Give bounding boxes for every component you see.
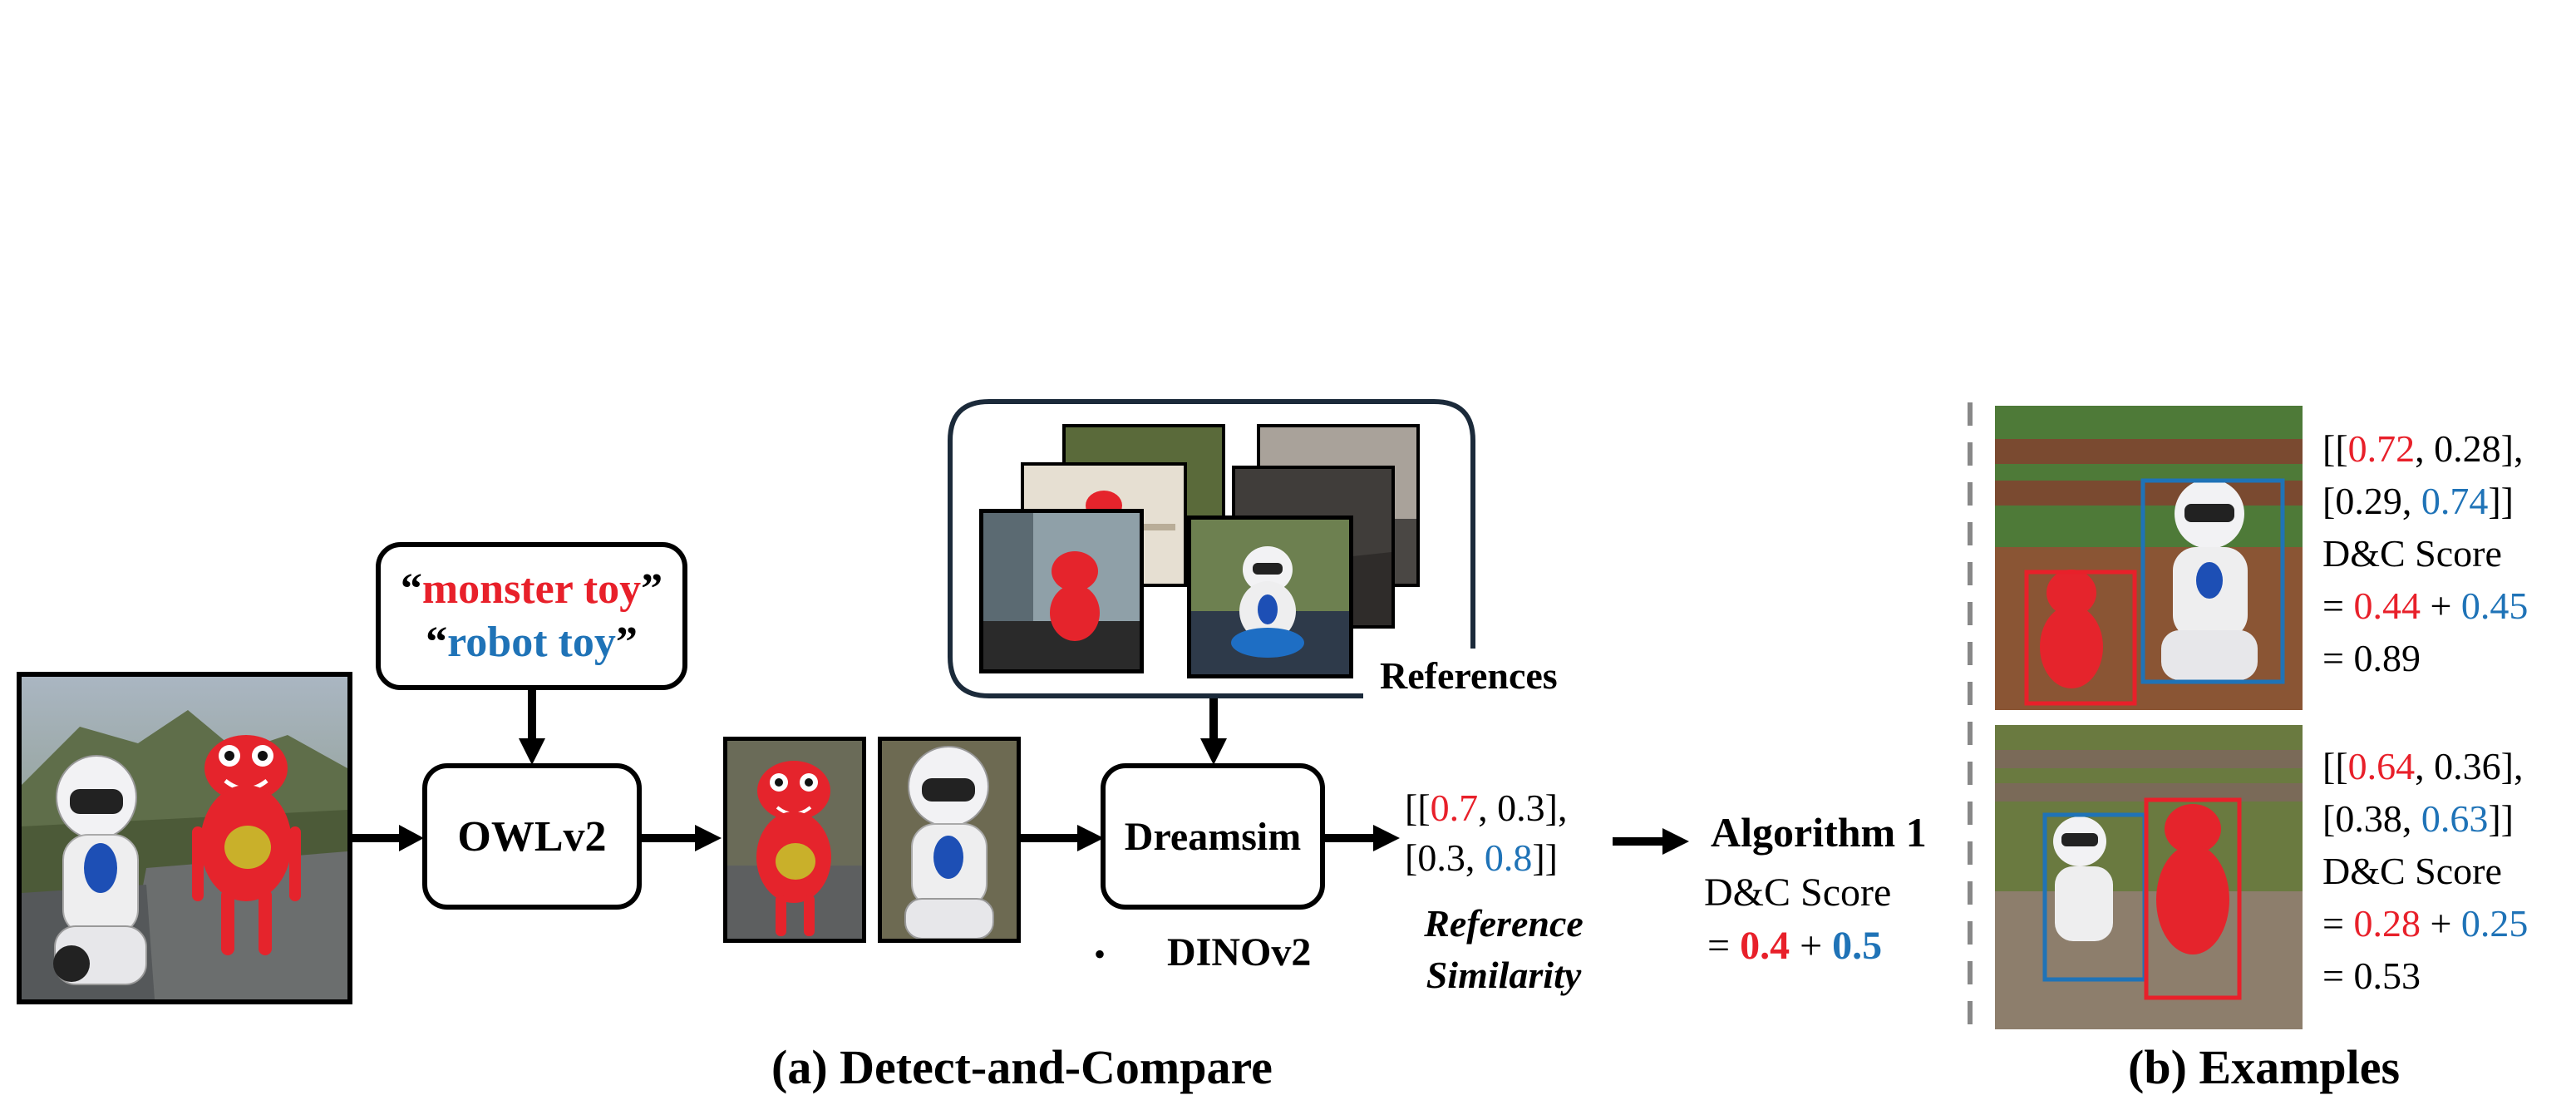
dreamsim-box: Dreamsim bbox=[1101, 763, 1325, 910]
references-label: References bbox=[1380, 654, 1558, 697]
ex2-score-total: = 0.53 bbox=[2322, 954, 2421, 997]
arrow-matrix-to-algorithm bbox=[1613, 828, 1689, 855]
crop-monster-image bbox=[723, 737, 866, 943]
monster-bbox bbox=[2024, 570, 2137, 706]
prompt-line-monster: “monster toy” bbox=[400, 565, 663, 613]
ex1-score-equation: = 0.44 + 0.45 bbox=[2322, 585, 2529, 627]
algorithm-score-label: D&C Score bbox=[1704, 871, 1892, 915]
matrix-row-1: [[0.7, 0.3], bbox=[1405, 787, 1568, 829]
algorithm-title: Algorithm 1 bbox=[1711, 809, 1927, 856]
input-scene-illustration bbox=[22, 677, 347, 999]
score-robot: 0.5 bbox=[1832, 924, 1883, 968]
ex2-score-label: D&C Score bbox=[2322, 850, 2502, 892]
matrix-value: 0.3 bbox=[1497, 787, 1545, 829]
ex1-row-2: [0.29, 0.74]] bbox=[2322, 480, 2514, 522]
owlv2-label: OWLv2 bbox=[457, 812, 607, 861]
reference-image-6 bbox=[1187, 515, 1353, 678]
matrix-value: 0.74 bbox=[2421, 480, 2489, 522]
dinov2-label: DINOv2 bbox=[1167, 930, 1312, 974]
arrow-references-to-dreamsim bbox=[1200, 698, 1227, 765]
matrix-value: 0.8 bbox=[1484, 836, 1533, 879]
dreamsim-label: Dreamsim bbox=[1124, 814, 1302, 859]
reference-6-illustration bbox=[1191, 520, 1349, 674]
reference-image-5 bbox=[979, 509, 1144, 673]
example-1-image bbox=[1995, 406, 2303, 710]
prompt-line-robot: “robot toy” bbox=[426, 619, 638, 666]
ex1-row-1: [[0.72, 0.28], bbox=[2322, 427, 2524, 470]
matrix-value: 0.64 bbox=[2347, 745, 2416, 787]
ex2-row-1: [[0.64, 0.36], bbox=[2322, 745, 2524, 787]
caption-examples: (b) Examples bbox=[2128, 1040, 2401, 1094]
matrix-value: 0.29 bbox=[2335, 480, 2402, 522]
example-2-image bbox=[1995, 725, 2303, 1029]
matrix-value: 0.72 bbox=[2347, 427, 2416, 470]
ex1-score-total: = 0.89 bbox=[2322, 637, 2421, 679]
monster-bbox bbox=[2144, 797, 2242, 1000]
references-frame bbox=[948, 399, 1475, 698]
matrix-value: 0.38 bbox=[2335, 797, 2402, 840]
example-1-illustration bbox=[1995, 406, 2303, 710]
dinov2-bullet: • bbox=[1094, 935, 1106, 973]
crop-robot-image bbox=[878, 737, 1021, 943]
ex2-row-2: [0.38, 0.63]] bbox=[2322, 797, 2514, 840]
score-monster: 0.4 bbox=[1740, 924, 1790, 968]
algorithm-score-equation: = 0.4 + 0.5 bbox=[1707, 924, 1883, 968]
arrow-crops-to-dreamsim bbox=[1021, 825, 1104, 851]
reference-similarity-label: Reference Similarity bbox=[1424, 902, 1584, 996]
arrow-owl-to-crops bbox=[642, 825, 722, 851]
matrix-value: 0.63 bbox=[2421, 797, 2489, 840]
reference-5-illustration bbox=[983, 513, 1140, 669]
example-2-illustration bbox=[1995, 725, 2303, 1029]
owlv2-box: OWLv2 bbox=[422, 763, 642, 910]
example-2-scores: [[0.64, 0.36], [0.38, 0.63]] D&C Score =… bbox=[2322, 740, 2528, 1002]
crop-robot-illustration bbox=[882, 741, 1017, 939]
ex1-score-label: D&C Score bbox=[2322, 532, 2502, 575]
crop-monster-illustration bbox=[727, 741, 862, 939]
matrix-value: 0.28 bbox=[2434, 427, 2501, 470]
arrow-prompt-to-owl bbox=[519, 690, 545, 765]
matrix-value: 0.3 bbox=[1417, 836, 1465, 879]
matrix-value: 0.36 bbox=[2434, 745, 2501, 787]
section-divider bbox=[1968, 402, 1973, 1031]
text-prompt-box: “monster toy” “robot toy” bbox=[376, 542, 687, 690]
prompt-robot-toy: robot toy bbox=[447, 619, 616, 666]
input-image bbox=[17, 672, 352, 1004]
caption-detect-and-compare: (a) Detect-and-Compare bbox=[771, 1040, 1273, 1094]
example-1-scores: [[0.72, 0.28], [0.29, 0.74]] D&C Score =… bbox=[2322, 422, 2528, 684]
arrow-dreamsim-to-matrix bbox=[1325, 825, 1400, 851]
ex2-score-equation: = 0.28 + 0.25 bbox=[2322, 902, 2529, 945]
prompt-monster-toy: monster toy bbox=[421, 565, 642, 613]
matrix-value: 0.7 bbox=[1430, 787, 1479, 829]
robot-bbox bbox=[2140, 478, 2285, 684]
matrix-row-2: [0.3, 0.8]] bbox=[1405, 836, 1558, 879]
similarity-matrix: [[0.7, 0.3], [0.3, 0.8]] bbox=[1405, 783, 1567, 883]
arrow-input-to-owl bbox=[352, 825, 424, 851]
